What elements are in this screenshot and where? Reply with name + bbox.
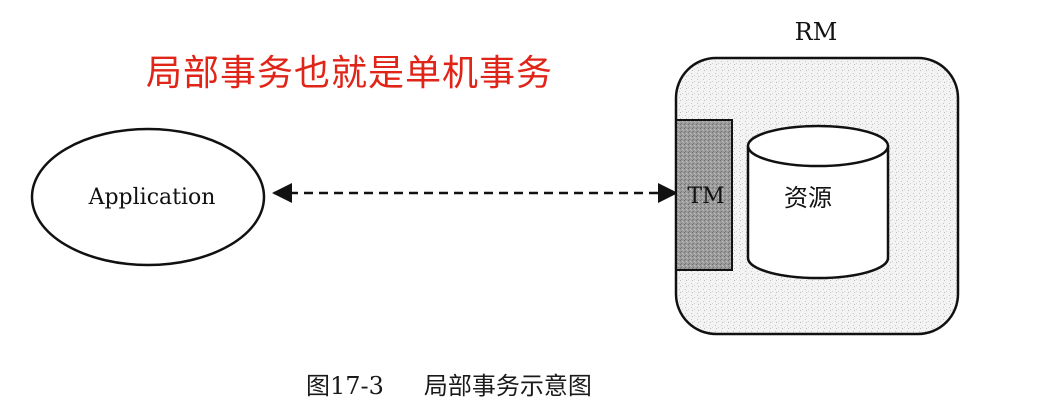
resource-cylinder	[746, 124, 890, 280]
application-label: Application	[88, 185, 216, 210]
application-node	[30, 127, 266, 267]
resource-label: 资源	[784, 184, 832, 212]
figure-title: 局部事务示意图	[423, 372, 592, 400]
annotation-text: 局部事务也就是单机事务	[146, 53, 554, 94]
figure-caption: 图17-3 局部事务示意图	[306, 366, 592, 401]
tm-box	[675, 119, 733, 271]
figure-number: 图17-3	[306, 372, 384, 400]
rm-label: RM	[795, 18, 838, 46]
tm-label: TM	[687, 184, 724, 209]
